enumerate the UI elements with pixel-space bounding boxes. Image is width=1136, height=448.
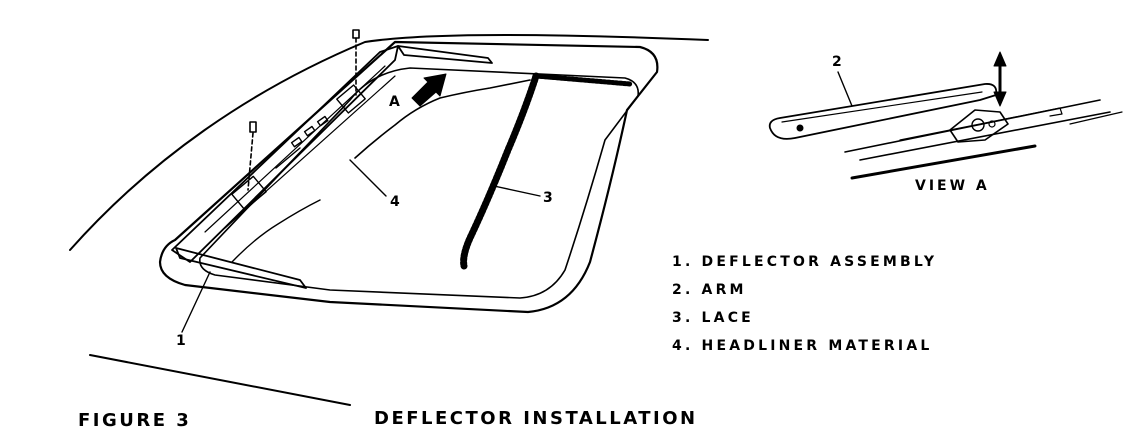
leader-1 [181, 271, 211, 333]
view-a-bracket [949, 109, 1009, 143]
deflector-bracket-lower [231, 175, 267, 211]
arm-top [397, 45, 493, 64]
legend-item: 2. ARM [672, 282, 747, 298]
callout-a: A [389, 94, 400, 110]
callout-1: 1 [176, 333, 186, 349]
callout-3: 3 [543, 190, 553, 206]
screw-upper [352, 29, 360, 96]
leader-3 [493, 185, 541, 197]
legend-item: 3. LACE [672, 310, 754, 326]
callout-4: 4 [390, 194, 400, 210]
opening-inner-frame [198, 67, 640, 299]
legend-item: 4. HEADLINER MATERIAL [672, 338, 933, 354]
leader-2 [837, 71, 853, 107]
callout-2: 2 [832, 54, 842, 70]
deflector-body [171, 45, 399, 263]
lace [460, 72, 540, 270]
screw-lower [247, 121, 257, 191]
leader-4 [349, 159, 387, 197]
roof-outline [69, 34, 709, 251]
legend-item: 1. DEFLECTOR ASSEMBLY [672, 254, 938, 270]
view-a-base [850, 144, 1037, 180]
deflector-slot-marks [275, 115, 329, 169]
arm-bottom [175, 247, 307, 289]
view-a-label: VIEW A [915, 178, 990, 194]
view-a-arrow [411, 73, 447, 107]
parts-legend: 1. DEFLECTOR ASSEMBLY 2. ARM 3. LACE 4. … [672, 248, 937, 360]
view-a-arm [768, 83, 998, 140]
view-a-updown-arrow [993, 51, 1007, 107]
opening-outer-frame [158, 40, 659, 314]
headliner-material [354, 79, 531, 159]
baseline-stroke [89, 354, 351, 406]
figure-number: FIGURE 3 [78, 410, 192, 431]
deflector-bracket-upper [336, 84, 366, 114]
figure-title: DEFLECTOR INSTALLATION [374, 408, 698, 429]
